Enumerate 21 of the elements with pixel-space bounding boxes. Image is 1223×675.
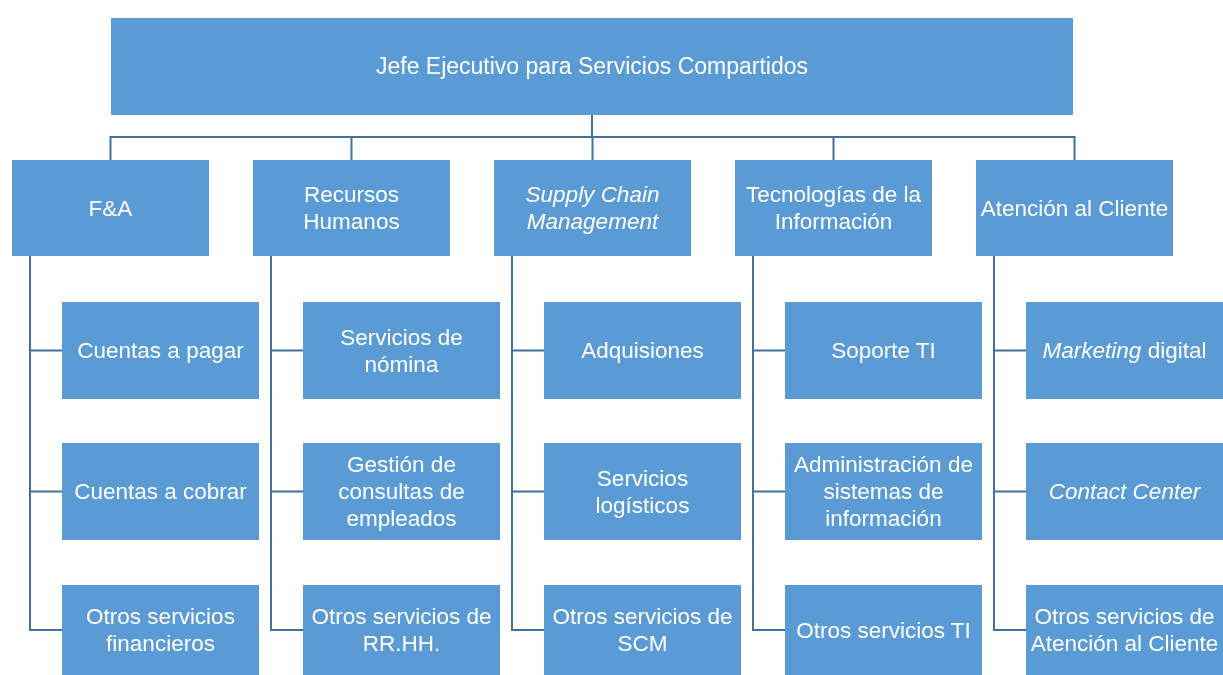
executive-box: Jefe Ejecutivo para Servicios Compartidos — [111, 18, 1073, 115]
service-box: Contact Center — [1026, 443, 1223, 540]
department-box: Tecnologías de la Información — [735, 160, 932, 256]
service-box: Servicios de nómina — [303, 302, 500, 399]
department-box: Supply Chain Management — [494, 160, 691, 256]
service-box: Otros servicios de SCM — [544, 585, 741, 675]
department-box: Recursos Humanos — [253, 160, 450, 256]
service-box: Soporte TI — [785, 302, 982, 399]
service-box: Cuentas a cobrar — [62, 443, 259, 540]
service-box: Adquisiones — [544, 302, 741, 399]
department-box: F&A — [12, 160, 209, 256]
service-box: Otros servicios TI — [785, 585, 982, 675]
service-box: Otros servicios de Atención al Cliente — [1026, 585, 1223, 675]
service-box: Cuentas a pagar — [62, 302, 259, 399]
service-box: Otros servicios financieros — [62, 585, 259, 675]
service-box: Otros servicios de RR.HH. — [303, 585, 500, 675]
service-box: Servicios logísticos — [544, 443, 741, 540]
service-box: Marketing digital — [1026, 302, 1223, 399]
service-box: Gestión de consultas de empleados — [303, 443, 500, 540]
department-box: Atención al Cliente — [976, 160, 1173, 256]
service-box: Administración de sistemas de información — [785, 443, 982, 540]
